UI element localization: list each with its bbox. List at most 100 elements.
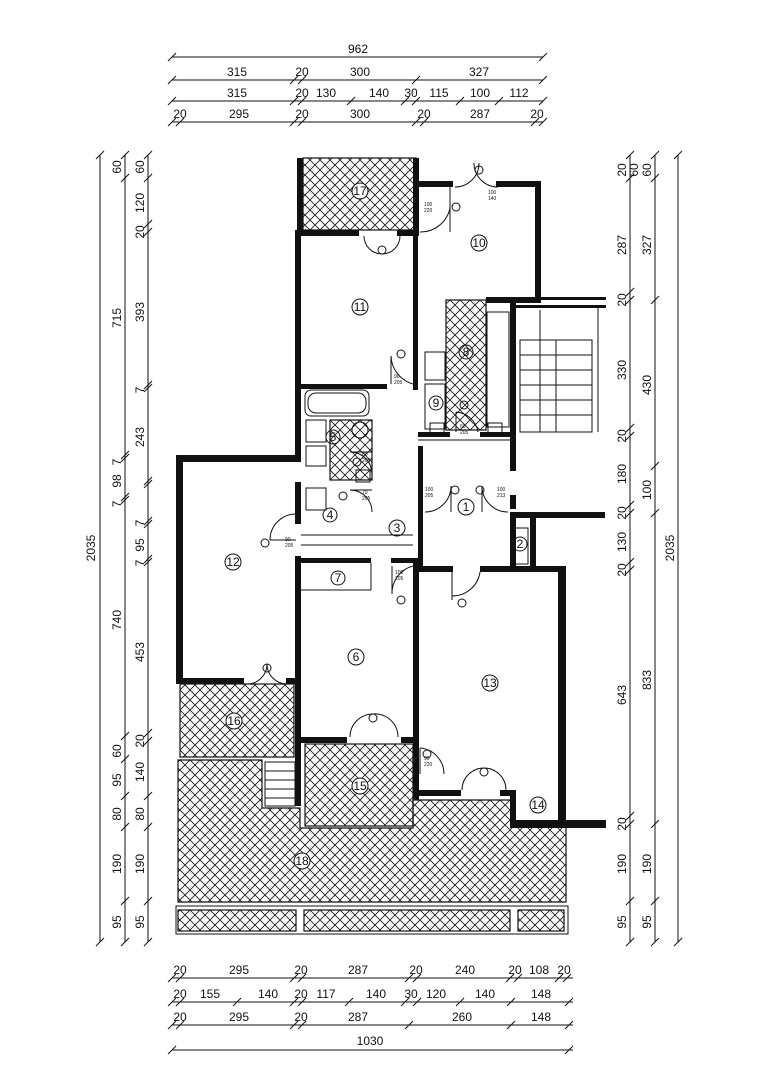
- room-18-label: 18: [293, 852, 311, 870]
- door-label-5-w: 80: [362, 452, 368, 458]
- svg-text:4: 4: [327, 508, 334, 522]
- dim-left-c3-9: 7: [133, 559, 147, 566]
- dim-left-c3-5: 7: [133, 386, 147, 393]
- hatched-areas: [175, 157, 569, 935]
- svg-text:12: 12: [226, 555, 240, 569]
- dim-top-r4-7: 20: [530, 107, 544, 121]
- door-label-7-h: 205: [395, 576, 404, 582]
- dim-right-c1-5: 20: [615, 429, 629, 443]
- dim-bottom-r3-5: 260: [452, 1010, 472, 1024]
- door-label-5-h: 205: [362, 458, 371, 464]
- dim-bottom-r2-10: 148: [531, 987, 551, 1001]
- dim-right-c2-5: 100: [640, 480, 654, 500]
- dim-bottom-r2-9: 140: [475, 987, 495, 1001]
- door-label-10-w: 100: [488, 190, 497, 196]
- room-6-label: 6: [347, 648, 365, 666]
- top-dimensions: 962 315 20 300 327 315 20 130 140 30 115…: [167, 42, 548, 127]
- door-label-7-w: 100: [395, 570, 404, 576]
- door-label-10-h: 140: [488, 196, 497, 202]
- room-labels: 1 2 3 4 5 6 7 8 9 10 11 12 13 14 15 16 1…: [224, 182, 547, 870]
- dim-bottom-r3-6: 148: [531, 1010, 551, 1024]
- right-dimensions: 20 287 20 330 20 180 20 130 20 643 20 19…: [615, 150, 683, 947]
- dim-top-total: 962: [348, 42, 368, 56]
- dim-left-c2-7: 60: [110, 744, 124, 758]
- door-label-11-h: 205: [460, 430, 469, 436]
- dim-top-r3-5: 30: [404, 86, 418, 100]
- svg-text:11: 11: [354, 300, 367, 314]
- dim-bottom-r2-6: 140: [366, 987, 386, 1001]
- dim-bottom-r1-7: 20: [508, 963, 522, 977]
- door-handles: [260, 165, 489, 777]
- dim-bottom-r3-3: 20: [294, 1010, 308, 1024]
- planter-right: [517, 909, 565, 932]
- dim-right-c2-1: 60: [640, 163, 654, 177]
- left-dimensions: 2035 60 715 7 98 7 740 60 95 80 190 95 6…: [84, 150, 153, 947]
- dim-top-r2-2: 20: [295, 65, 309, 79]
- door-label-6-h: 205: [362, 496, 371, 502]
- dim-top-r3-8: 112: [509, 86, 528, 100]
- dim-right-c2-2: 60: [627, 163, 641, 177]
- dim-top-r2-3: 300: [350, 65, 370, 79]
- svg-text:9: 9: [433, 396, 440, 410]
- dim-left-c2-2: 715: [110, 308, 124, 328]
- svg-text:14: 14: [531, 798, 545, 812]
- dim-left-c2-9: 80: [110, 807, 124, 821]
- svg-text:5: 5: [330, 430, 337, 444]
- door-label-2-h: 213: [497, 493, 506, 499]
- dim-left-c3-13: 80: [133, 807, 147, 821]
- door-label-9-w: 90: [424, 756, 430, 762]
- dim-left-total: 2035: [84, 534, 98, 561]
- svg-text:2: 2: [517, 537, 524, 551]
- door-label-8-h: 220: [424, 208, 433, 214]
- room-4-label: 4: [322, 507, 338, 523]
- dim-right-c2-3: 327: [640, 235, 654, 255]
- room-1-label: 1: [457, 498, 475, 516]
- dim-bottom-total: 1030: [357, 1034, 384, 1048]
- dim-right-c1-8: 130: [615, 532, 629, 552]
- door-label-1-w: 100: [425, 487, 434, 493]
- dim-left-c3-10: 453: [133, 642, 147, 662]
- svg-text:15: 15: [353, 779, 367, 793]
- svg-text:1: 1: [463, 500, 470, 514]
- room-16-label: 16: [225, 712, 243, 730]
- dim-left-c2-11: 95: [110, 915, 124, 929]
- dim-right-c1-3: 20: [615, 293, 629, 307]
- dim-right-c1-1: 20: [615, 163, 629, 177]
- dim-top-r4-4: 300: [350, 107, 370, 121]
- dim-bottom-r2-4: 20: [294, 987, 308, 1001]
- internal-lines: [264, 308, 599, 807]
- dim-left-c2-4: 98: [110, 474, 124, 488]
- dim-bottom-r1-3: 20: [294, 963, 308, 977]
- dim-top-r4-2: 295: [229, 107, 249, 121]
- room-13-label: 13: [481, 674, 499, 692]
- planter-outline: [175, 905, 569, 935]
- room-10-label: 10: [470, 234, 488, 252]
- dim-bottom-r2-1: 20: [173, 987, 187, 1001]
- dim-left-c3-3: 20: [133, 225, 147, 239]
- door-label-11-w: 60: [460, 424, 466, 430]
- dim-right-c1-7: 20: [615, 506, 629, 520]
- dim-right-c1-2: 287: [615, 235, 629, 255]
- dim-top-r3-3: 130: [316, 86, 336, 100]
- dim-bottom-r2-2: 155: [200, 987, 220, 1001]
- dim-right-c1-13: 95: [615, 915, 629, 929]
- bath-5-floor: [329, 419, 373, 481]
- door-label-9-h: 220: [424, 762, 433, 768]
- dim-bottom-r2-3: 140: [258, 987, 278, 1001]
- dim-top-r3-6: 115: [429, 86, 448, 100]
- dim-top-r4-6: 287: [470, 107, 490, 121]
- dim-bottom-r2-8: 120: [426, 987, 446, 1001]
- door-swings: [246, 162, 509, 791]
- room-7-label: 7: [330, 570, 346, 586]
- door-label-3-h: 205: [285, 543, 294, 549]
- dim-left-c3-8: 95: [133, 538, 147, 552]
- svg-text:17: 17: [353, 184, 367, 198]
- bottom-dimensions: 20 295 20 287 20 240 20 108 20 20 155 14…: [167, 963, 574, 1055]
- dim-bottom-r3-4: 287: [348, 1010, 368, 1024]
- dim-top-r4-3: 20: [295, 107, 309, 121]
- svg-text:16: 16: [227, 714, 241, 728]
- dim-bottom-r3-1: 20: [173, 1010, 187, 1024]
- dim-bottom-r1-6: 240: [455, 963, 475, 977]
- svg-text:13: 13: [483, 676, 497, 690]
- dim-right-c2-8: 95: [640, 915, 654, 929]
